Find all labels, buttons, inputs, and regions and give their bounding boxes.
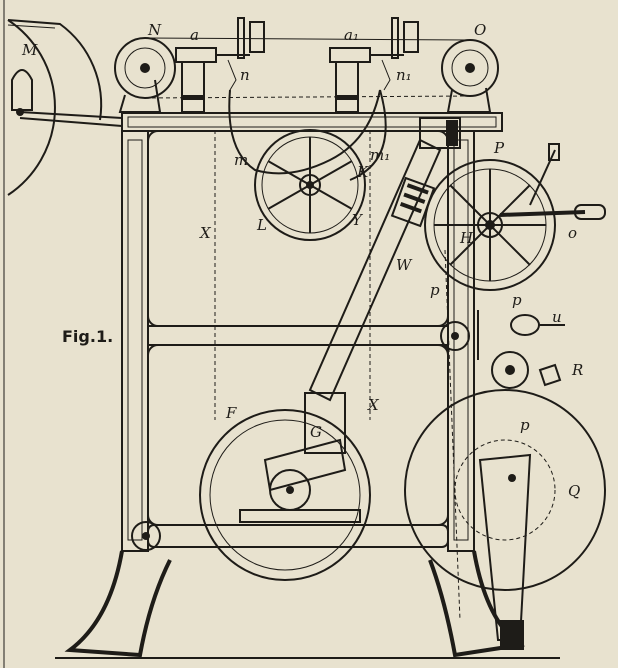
- label-p-low: p: [520, 416, 530, 434]
- label-n1: n₁: [396, 66, 412, 84]
- label-L: L: [256, 216, 267, 234]
- spindle-a: [175, 17, 265, 113]
- label-Q: Q: [568, 482, 580, 500]
- pulley-N: [114, 37, 176, 113]
- label-O: O: [474, 21, 486, 39]
- arm-W: [308, 117, 461, 402]
- label-m: m: [234, 151, 248, 169]
- label-G: G: [310, 423, 322, 441]
- pulley-O: [441, 39, 499, 113]
- spindle-a1: [329, 17, 419, 113]
- belt-p: [444, 249, 461, 621]
- bottom-left-boss: [131, 521, 161, 551]
- label-M: M: [21, 41, 38, 59]
- label-R: R: [571, 361, 583, 379]
- label-p-right: p: [512, 291, 522, 309]
- wheel-H: [424, 159, 556, 291]
- wheel-L: [254, 129, 366, 241]
- belt-m: [228, 89, 381, 175]
- label-N: N: [147, 21, 162, 39]
- label-F: F: [225, 404, 237, 422]
- label-Y: Y: [352, 211, 364, 229]
- label-P: P: [493, 139, 505, 157]
- label-W: W: [396, 256, 413, 274]
- label-K: K: [356, 163, 369, 181]
- label-a: a: [190, 26, 199, 44]
- figure-caption: Fig.1.: [62, 327, 113, 346]
- top-frame: [19, 111, 503, 132]
- label-n: n: [240, 66, 250, 84]
- frame-left-upright: [121, 130, 149, 552]
- pulley-u-group: [440, 310, 565, 360]
- label-m1: m₁: [370, 146, 390, 164]
- pulley-Q: [404, 389, 606, 650]
- belt-m1: [349, 89, 387, 181]
- label-X-right: X: [367, 396, 380, 414]
- frame-right-upright: [447, 130, 475, 552]
- wheel-F: [199, 409, 371, 581]
- label-a1: a₁: [344, 26, 359, 44]
- label-o: o: [568, 224, 577, 242]
- label-X-left: X: [199, 224, 212, 242]
- handle-o: [499, 143, 606, 220]
- pulley-R: [491, 351, 562, 389]
- label-p-left: p: [430, 281, 440, 299]
- label-H: H: [459, 229, 474, 247]
- label-u: u: [552, 308, 562, 326]
- frame-panels: [147, 130, 449, 548]
- top-belt: [144, 37, 471, 41]
